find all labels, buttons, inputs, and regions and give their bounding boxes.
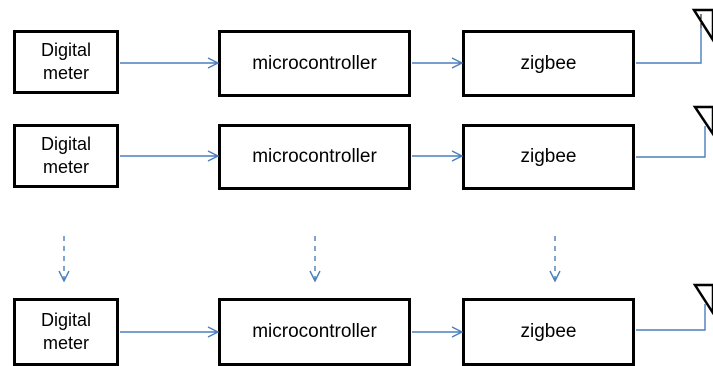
antenna-icon [636, 105, 713, 158]
digital-meter-box-2: Digital meter [13, 124, 119, 188]
microcontroller-box-2: microcontroller [218, 124, 411, 190]
antenna-icon [636, 283, 713, 331]
zigbee-box-3: zigbee [462, 298, 635, 366]
microcontroller-box-3: microcontroller [218, 298, 411, 366]
microcontroller-box-1: microcontroller [218, 30, 411, 97]
digital-meter-label-line2: meter [42, 63, 89, 83]
digital-meter-label-line2: meter [42, 333, 89, 353]
digital-meter-label-line2: meter [42, 157, 89, 177]
digital-meter-label-line1: Digital [40, 134, 92, 154]
zigbee-box-2: zigbee [462, 124, 635, 190]
antenna-icon [636, 8, 713, 64]
zigbee-box-1: zigbee [462, 30, 635, 97]
digital-meter-label-line1: Digital [40, 310, 92, 330]
digital-meter-box-3: Digital meter [13, 298, 119, 366]
digital-meter-box-1: Digital meter [13, 30, 119, 94]
digital-meter-label-line1: Digital [40, 40, 92, 60]
